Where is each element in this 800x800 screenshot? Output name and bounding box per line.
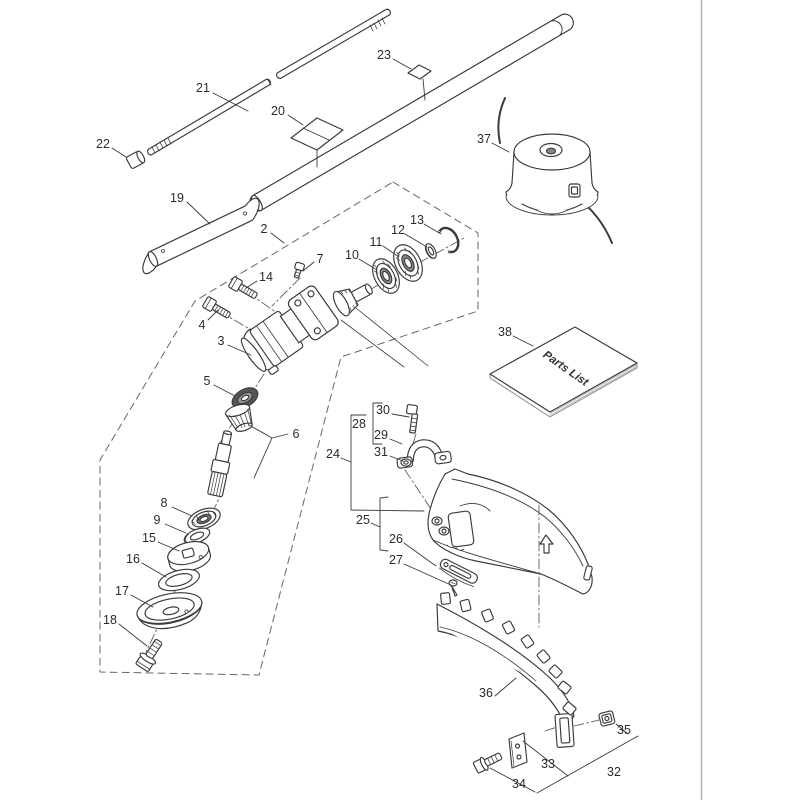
line-limiter-blade: [438, 558, 479, 587]
bevel-gear-cone: [224, 403, 253, 432]
part-label-15: 15: [142, 531, 156, 545]
part-label-23: 23: [377, 48, 391, 62]
mount-screw: [472, 752, 503, 774]
part-label-2: 2: [261, 222, 268, 236]
blade-screw: [448, 579, 458, 597]
drive-shaft: [147, 8, 391, 156]
blade-holder: [167, 541, 212, 572]
part-label-25: 25: [356, 513, 370, 527]
thrust-washer-12: [424, 243, 437, 259]
part-label-31: 31: [374, 445, 388, 459]
rotation-arrow-icon: [539, 534, 554, 554]
part-label-35: 35: [617, 723, 631, 737]
part-label-7: 7: [317, 252, 324, 266]
parts-list-book: Parts List: [489, 326, 638, 418]
part-label-28: 28: [352, 417, 366, 431]
guard-extension-strip: [436, 592, 577, 748]
strip-tabs: [440, 592, 572, 695]
lower-bearing: [187, 507, 221, 531]
part-label-14: 14: [259, 270, 273, 284]
front-tube: [142, 197, 260, 275]
part-label-11: 11: [370, 235, 383, 249]
part-label-24: 24: [326, 447, 340, 461]
dome-cup: [136, 592, 203, 630]
explosion-guide-lines: [340, 307, 429, 368]
warning-label-patch: [290, 117, 344, 168]
oil-seal: [231, 387, 259, 409]
part-label-19: 19: [170, 191, 184, 205]
dashed-group-outline: [99, 181, 479, 676]
trimmer-line-upper: [497, 97, 506, 144]
part-label-37: 37: [477, 132, 491, 146]
clamp-bolt-30: [405, 403, 419, 434]
part-label-10: 10: [345, 248, 359, 262]
part-label-32: 32: [607, 765, 621, 779]
housing-bolt-4: [202, 296, 231, 319]
snap-ring-13: [438, 226, 460, 254]
part-label-9: 9: [154, 513, 161, 527]
part-label-30: 30: [376, 403, 390, 417]
leader-lines: [111, 58, 639, 794]
part-label-21: 21: [196, 81, 210, 95]
part-label-20: 20: [271, 104, 285, 118]
part-label-36: 36: [479, 686, 493, 700]
part-label-38: 38: [498, 325, 512, 339]
pinion-gear: [332, 283, 373, 317]
bearing-10: [372, 258, 400, 294]
part-label-8: 8: [161, 496, 168, 510]
caution-label-patch: [407, 64, 432, 101]
shaft-bushing: [125, 150, 146, 169]
shaft-clamp-29: [396, 439, 452, 469]
part-number-labels: 2123202219237131211107144356388915161718…: [96, 48, 631, 791]
part-label-26: 26: [389, 532, 403, 546]
part-label-4: 4: [199, 318, 206, 332]
square-nut: [598, 710, 616, 727]
callout-brackets: [350, 402, 425, 552]
mount-plate: [508, 732, 528, 769]
part-label-13: 13: [410, 213, 424, 227]
housing-bolt-14: [228, 276, 258, 299]
part-label-6: 6: [293, 427, 300, 441]
part-label-27: 27: [389, 553, 403, 567]
part-label-17: 17: [115, 584, 129, 598]
clamp-washer: [157, 568, 201, 592]
shaft-spline-hatching: [151, 17, 386, 154]
part-label-12: 12: [391, 223, 405, 237]
clamp-nut-31: [400, 458, 412, 467]
housing-screw-7: [293, 261, 306, 279]
trimmer-head: [497, 97, 613, 244]
part-label-22: 22: [96, 137, 110, 151]
gear-head-housing: [240, 285, 339, 375]
debris-guard: [427, 468, 593, 595]
part-label-29: 29: [374, 428, 388, 442]
part-label-3: 3: [218, 334, 225, 348]
part-label-34: 34: [512, 777, 526, 791]
part-label-5: 5: [204, 374, 211, 388]
part-label-33: 33: [541, 757, 555, 771]
part-label-16: 16: [126, 552, 140, 566]
arbor-bolt: [135, 638, 163, 672]
bearing-11: [393, 244, 423, 282]
output-shaft: [207, 430, 233, 498]
part-label-18: 18: [103, 613, 117, 627]
